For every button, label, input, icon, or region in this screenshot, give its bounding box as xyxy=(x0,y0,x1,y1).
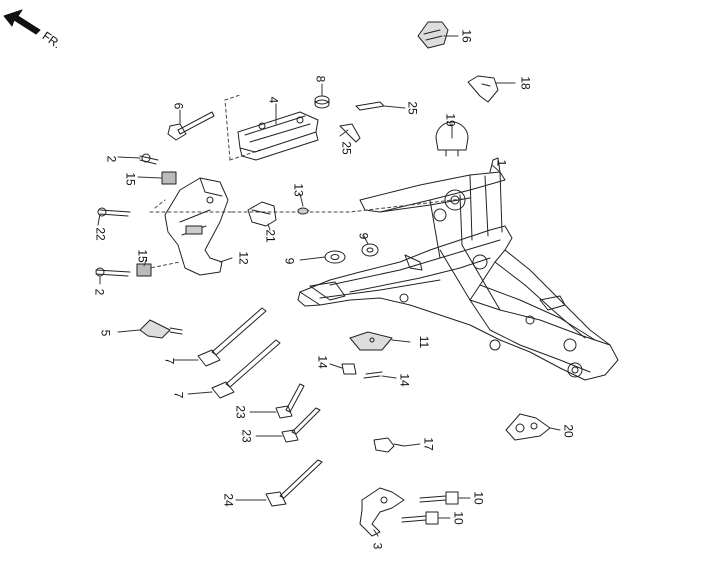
part-label-25-upper: 25 xyxy=(405,101,420,115)
part-label-22: 22 xyxy=(93,227,108,241)
part-1-frame xyxy=(297,157,619,381)
part-22-bolt xyxy=(97,207,131,217)
part-label-20: 20 xyxy=(561,424,576,438)
part-label-15-upper: 15 xyxy=(123,172,138,186)
front-direction-arrow-icon xyxy=(3,9,41,35)
part-label-19: 19 xyxy=(443,113,458,127)
part-label-13: 13 xyxy=(291,183,306,197)
part-label-11: 11 xyxy=(417,335,432,349)
part-25-hoses xyxy=(339,101,385,143)
part-label-24: 24 xyxy=(221,493,236,507)
solid-leader-lines xyxy=(97,35,561,537)
part-10-bolts xyxy=(401,491,459,525)
part-12-front-bracket xyxy=(164,177,229,276)
part-label-7-lower: 7 xyxy=(171,391,186,399)
part-7-long-bolts xyxy=(197,307,281,399)
part-18-bracket xyxy=(467,75,499,103)
part-3-bracket xyxy=(359,487,405,537)
part-label-16: 16 xyxy=(459,29,474,43)
part-6-bolt xyxy=(167,111,215,141)
part-label-9-left: 9 xyxy=(282,257,297,265)
part-label-21: 21 xyxy=(263,229,278,243)
part-23-bolts xyxy=(275,383,321,443)
part-4-bracket xyxy=(237,111,319,161)
part-label-2-lower: 2 xyxy=(92,288,107,296)
part-17-pin xyxy=(373,437,405,453)
part-5-mount xyxy=(139,319,183,339)
part-label-14-right: 14 xyxy=(397,373,412,387)
part-label-25-lower: 25 xyxy=(339,141,354,155)
part-label-3: 3 xyxy=(370,542,385,550)
part-label-9-right: 9 xyxy=(356,232,371,240)
part-label-1: 1 xyxy=(494,159,509,167)
part-8-nut xyxy=(314,95,330,109)
part-19-cap xyxy=(435,121,469,157)
part-label-10-upper: 10 xyxy=(471,491,486,505)
part-label-8: 8 xyxy=(313,75,328,83)
part-label-15-lower: 15 xyxy=(135,249,150,263)
part-label-14-left: 14 xyxy=(315,355,330,369)
part-21-small-bracket xyxy=(247,201,277,227)
part-15-nuts xyxy=(136,171,177,277)
part-label-7-upper: 7 xyxy=(162,357,177,365)
part-label-10-lower: 10 xyxy=(451,511,466,525)
part-24-bolt xyxy=(265,459,323,507)
part-label-17: 17 xyxy=(421,437,436,451)
part-label-23-upper: 23 xyxy=(233,405,248,419)
part-label-6: 6 xyxy=(171,102,186,110)
part-11-plate xyxy=(349,331,393,351)
part-13-nut xyxy=(297,207,309,215)
part-label-4: 4 xyxy=(266,96,281,104)
part-label-18: 18 xyxy=(518,76,533,90)
part-label-5: 5 xyxy=(98,329,113,337)
part-9-washers xyxy=(324,243,379,264)
part-14-screws xyxy=(341,363,383,379)
part-20-plate xyxy=(505,413,551,441)
part-16-clip xyxy=(417,21,449,49)
part-label-23-lower: 23 xyxy=(239,429,254,443)
part-label-12: 12 xyxy=(236,251,251,265)
part-label-2-upper: 2 xyxy=(104,155,119,163)
